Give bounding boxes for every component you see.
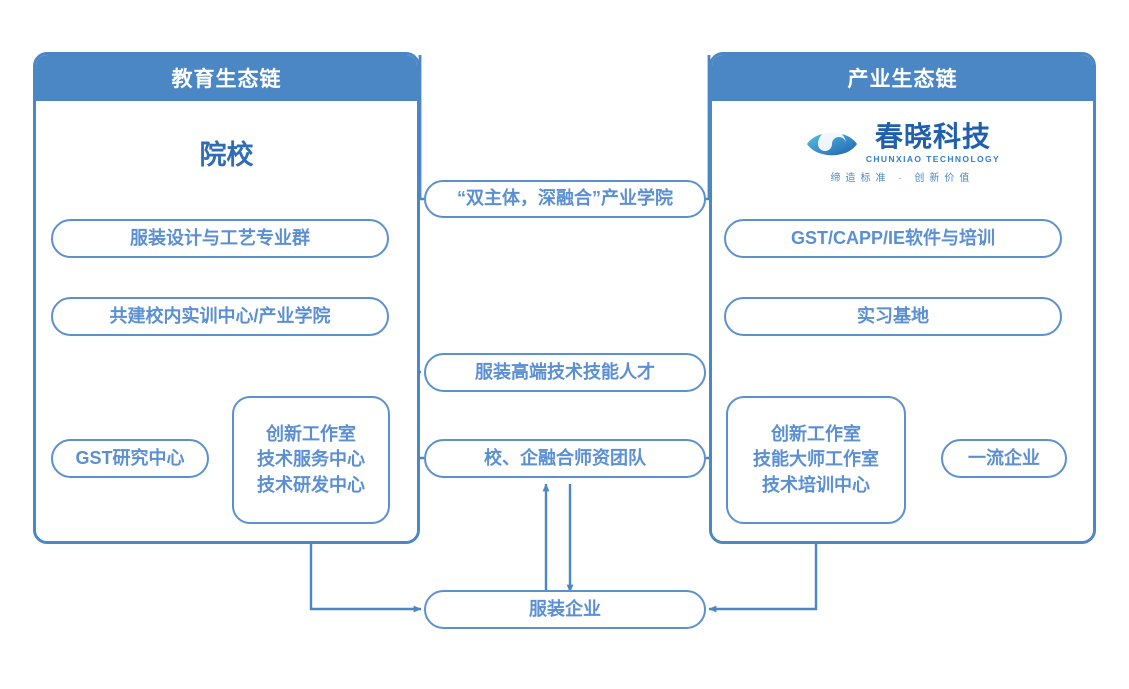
panel-education-title: 教育生态链: [36, 55, 417, 101]
eye-swirl-logo-icon: [806, 129, 857, 155]
node-gst-capp-ie-software[interactable]: GST/CAPP/IE软件与培训: [724, 219, 1062, 258]
node-label: 一流企业: [968, 447, 1040, 468]
node-label-line-1: 创新工作室: [771, 423, 861, 444]
node-label: 共建校内实训中心/产业学院: [109, 305, 331, 326]
node-label-line-3: 技术研发中心: [257, 474, 365, 495]
node-label: 服装企业: [529, 598, 601, 619]
brand-tagline: 缔造标准 · 创新价值: [830, 173, 975, 184]
node-label-line-3: 技术培训中心: [762, 474, 870, 495]
node-label: 服装高端技术技能人才: [475, 361, 655, 382]
node-label: GST研究中心: [75, 447, 185, 468]
node-label: 服装设计与工艺专业群: [130, 227, 310, 248]
node-dual-subject-academy[interactable]: “双主体，深融合”产业学院: [424, 180, 706, 218]
node-label: “双主体，深融合”产业学院: [457, 188, 673, 209]
panel-industry-title: 产业生态链: [712, 55, 1093, 101]
node-label-line-1: 创新工作室: [266, 423, 356, 444]
brand-name-cn: 春晓科技: [874, 121, 991, 152]
node-garment-enterprise[interactable]: 服装企业: [424, 590, 706, 629]
node-left-innovation-studio[interactable]: 创新工作室 技术服务中心 技术研发中心: [232, 396, 390, 524]
node-gst-research-center[interactable]: GST研究中心: [51, 439, 209, 478]
node-top-tier-enterprise[interactable]: 一流企业: [941, 439, 1067, 478]
node-label: 校、企融合师资团队: [484, 447, 646, 468]
brand-logo: 春晓科技 CHUNXIAO TECHNOLOGY 缔造标准 · 创新价值: [712, 123, 1093, 184]
node-internship-base[interactable]: 实习基地: [724, 297, 1062, 336]
brand-name-en: CHUNXIAO TECHNOLOGY: [865, 154, 1001, 164]
node-label: GST/CAPP/IE软件与培训: [790, 227, 996, 248]
node-label-line-2: 技术服务中心: [257, 449, 365, 470]
node-label: 实习基地: [857, 305, 929, 326]
node-apparel-design-major[interactable]: 服装设计与工艺专业群: [51, 219, 389, 258]
section-title-schools: 院校: [199, 140, 254, 170]
node-right-innovation-studio[interactable]: 创新工作室 技能大师工作室 技术培训中心: [726, 396, 906, 524]
node-high-end-talent[interactable]: 服装高端技术技能人才: [424, 353, 706, 392]
node-campus-training-center[interactable]: 共建校内实训中心/产业学院: [51, 297, 389, 336]
node-label-line-2: 技能大师工作室: [753, 449, 879, 470]
node-joint-faculty-team[interactable]: 校、企融合师资团队: [424, 439, 706, 478]
